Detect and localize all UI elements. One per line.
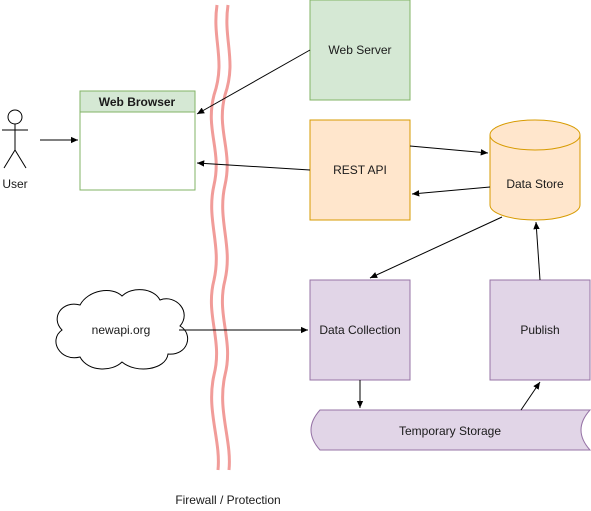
user-actor-icon: [2, 109, 28, 169]
edge-webserver-to-browser: [196, 49, 311, 115]
newapi-label: newapi.org: [92, 323, 151, 337]
edge-datastore-to-restapi: [411, 186, 491, 197]
data-collection-label: Data Collection: [319, 323, 400, 337]
firewall-line: [209, 4, 232, 471]
edge-publish-to-datastore: [533, 221, 541, 281]
edge-datastore-to-datacollection: [369, 216, 503, 279]
web-browser-container: [79, 90, 196, 191]
data-store-cylinder: [489, 119, 581, 221]
publish-box: [489, 279, 591, 381]
user-label: User: [2, 177, 27, 191]
firewall-label: Firewall / Protection: [175, 493, 280, 507]
edge-tempstorage-to-publish: [520, 381, 541, 411]
web-browser-title: Web Browser: [99, 95, 176, 109]
rest-api-box: [309, 119, 411, 221]
edge-restapi-to-browser: [196, 160, 311, 171]
web-server-label: Web Server: [328, 43, 391, 57]
newapi-cloud: [55, 289, 189, 370]
publish-label: Publish: [520, 323, 559, 337]
data-store-label: Data Store: [506, 177, 564, 191]
temporary-storage-shape: [310, 409, 591, 451]
edge-restapi-to-datastore: [409, 145, 489, 156]
rest-api-label: REST API: [333, 163, 387, 177]
temporary-storage-label: Temporary Storage: [399, 424, 501, 438]
